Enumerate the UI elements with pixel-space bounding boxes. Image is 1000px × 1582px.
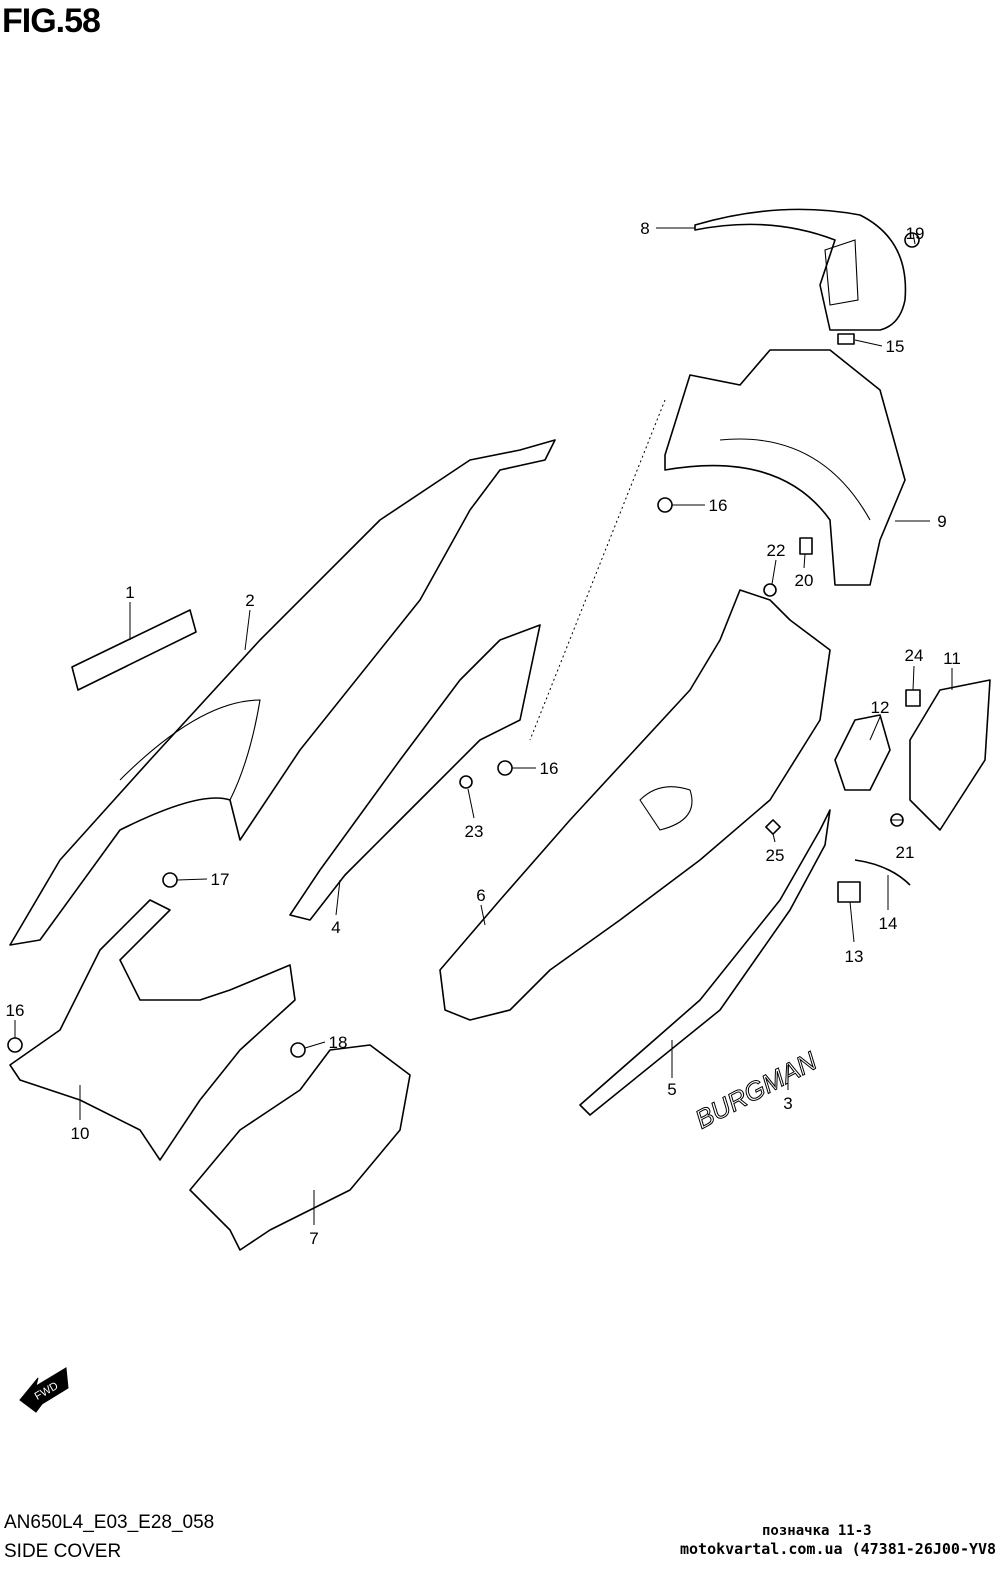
callout-12: 12 xyxy=(871,698,890,717)
part-16-clip xyxy=(657,497,673,513)
callout-7: 7 xyxy=(309,1229,318,1248)
leader-lines xyxy=(14,227,953,1225)
part-19-clip xyxy=(904,232,920,248)
part-10-shape xyxy=(9,899,296,1161)
figure-title: FIG.58 xyxy=(2,2,101,40)
part-9-shape xyxy=(664,349,906,586)
emblem-burgman: BURGMAN xyxy=(690,1046,822,1135)
part-18-clip xyxy=(290,1042,306,1058)
part-1-shape xyxy=(71,609,197,691)
callout-16: 16 xyxy=(709,496,728,515)
callout-21: 21 xyxy=(896,843,915,862)
callout-23: 23 xyxy=(465,822,484,841)
fwd-arrow-icon: FWD xyxy=(19,1367,69,1413)
part-4-shape xyxy=(289,624,541,921)
part-23-screw xyxy=(459,775,473,789)
callout-6: 6 xyxy=(476,886,485,905)
callout-17: 17 xyxy=(211,870,230,889)
callout-19: 19 xyxy=(906,224,925,243)
part-15-shape xyxy=(837,333,855,345)
part-17-clip xyxy=(162,872,178,888)
callout-13: 13 xyxy=(845,947,864,966)
callout-10: 10 xyxy=(71,1124,90,1143)
callout-20: 20 xyxy=(795,571,814,590)
part-24-shape xyxy=(905,689,921,707)
part-20-shape xyxy=(799,537,813,555)
part-8-shape xyxy=(694,208,907,331)
callout-15: 15 xyxy=(886,337,905,356)
callout-2: 2 xyxy=(245,591,254,610)
part-5-shape xyxy=(579,809,831,1116)
part-12-shape xyxy=(834,714,891,791)
callout-24: 24 xyxy=(905,646,924,665)
callout-16: 16 xyxy=(540,759,559,778)
callout-16: 16 xyxy=(6,1001,25,1020)
part-2-shape xyxy=(9,439,556,946)
callout-22: 22 xyxy=(767,541,786,560)
footer-note: позначка 11-3 xyxy=(762,1523,872,1539)
callout-9: 9 xyxy=(937,512,946,531)
callout-5: 5 xyxy=(667,1080,676,1099)
part-6-shape xyxy=(439,589,831,1021)
callout-numbers: 1 2 3 4 5 6 7 8 9 10 11 12 13 14 15 16 1… xyxy=(6,219,961,1248)
part-16-clip xyxy=(497,760,513,776)
callout-25: 25 xyxy=(766,846,785,865)
callout-1: 1 xyxy=(125,583,134,602)
part-13-shape xyxy=(837,881,861,903)
callout-18: 18 xyxy=(329,1033,348,1052)
part-22-screw xyxy=(763,583,777,597)
callout-14: 14 xyxy=(879,914,898,933)
callout-11: 11 xyxy=(943,649,961,668)
part-25-shape xyxy=(765,819,781,835)
part-14-shape xyxy=(854,859,911,886)
figure-code: AN650L4_E03_E28_058 xyxy=(4,1512,215,1533)
part-7-shape xyxy=(189,1044,411,1251)
part-16-clip xyxy=(7,1037,23,1053)
callout-4: 4 xyxy=(331,918,340,937)
footer-source: motokvartal.com.ua (47381-26J00-YV8 xyxy=(680,1540,997,1558)
callout-3: 3 xyxy=(783,1094,792,1113)
part-11-shape xyxy=(909,679,991,831)
figure-name: SIDE COVER xyxy=(4,1541,122,1562)
callout-8: 8 xyxy=(640,219,649,238)
